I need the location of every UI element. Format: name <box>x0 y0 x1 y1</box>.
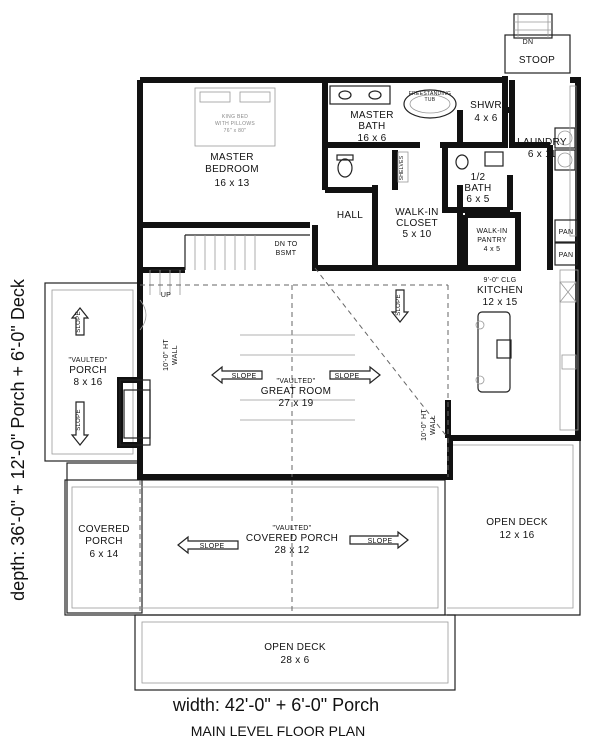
king-bed-line1: KING BED <box>222 114 248 120</box>
pantry-name2: PANTRY <box>477 237 507 244</box>
shower-name: SHWR <box>470 100 502 111</box>
room-labels: MASTER BEDROOM 16 x 13 MASTER BATH 16 x … <box>69 100 567 666</box>
shelves-label: SHELVES <box>399 155 405 180</box>
tub-label-2: TUB <box>425 97 436 103</box>
pantry-dims: 4 x 5 <box>484 246 501 253</box>
toilet-icon <box>455 154 469 170</box>
great-room-dims: 27 x 19 <box>279 398 314 409</box>
pantry-cabinet-1 <box>554 219 578 243</box>
covered-porch-note: "VAULTED" <box>273 525 312 532</box>
dn-to-bsmt-line2: BSMT <box>276 250 297 257</box>
svg-text:SLOPE: SLOPE <box>396 294 402 316</box>
depth-caption: depth: 36'-0" + 12'-0" Porch + 6'-0" Dec… <box>8 278 28 601</box>
slope-arrow-kitchen: SLOPE <box>390 289 410 323</box>
covered-porch-dims: 28 x 12 <box>275 545 310 556</box>
king-bed-line2: WITH PILLOWS <box>215 121 255 127</box>
slope-arrow-porch-down: SLOPE <box>70 401 90 446</box>
fireplace-icon <box>119 379 151 446</box>
svg-text:SLOPE: SLOPE <box>232 373 257 380</box>
master-bath-name: MASTER <box>350 110 393 121</box>
half-bath-dims: 6 x 5 <box>466 194 489 205</box>
master-bedroom-dims: 16 x 13 <box>215 178 250 189</box>
slope-arrow-great-left: SLOPE <box>211 365 263 385</box>
master-bedroom-name2: BEDROOM <box>205 164 259 175</box>
shelves-icon <box>397 151 409 183</box>
washer-icon <box>554 127 576 149</box>
great-room-note: "VAULTED" <box>277 378 316 385</box>
half-bath-name2: BATH <box>464 183 491 194</box>
toilet-icon <box>337 158 353 178</box>
svg-text:SLOPE: SLOPE <box>200 543 225 550</box>
great-room-name: GREAT ROOM <box>261 386 331 397</box>
stairs-icon <box>149 234 310 295</box>
vaulted-porch-dims: 8 x 16 <box>73 377 102 388</box>
pantry-name: WALK-IN <box>476 228 507 235</box>
pan-label-2: PAN <box>559 252 574 259</box>
slope-arrow-porch-up: SLOPE <box>70 307 90 336</box>
slope-arrows: SLOPE SLOPE SLOPE SLOPE SLOPE SLOPE SLOP… <box>70 289 410 555</box>
sink-icon <box>484 151 504 167</box>
dryer-icon <box>554 149 576 171</box>
fixtures: KING BED WITH PILLOWS 76" x 80" FREESTAN… <box>119 85 579 446</box>
kitchen-sink-icon <box>496 339 512 359</box>
vaulted-porch-note: "VAULTED" <box>69 357 108 364</box>
ht-wall-left-line1: 10'-0" HT <box>163 339 170 371</box>
tub-icon <box>403 89 457 119</box>
covered-porch-name: COVERED PORCH <box>246 533 338 544</box>
covered-porch-left-name2: PORCH <box>85 536 123 547</box>
closet-name2: CLOSET <box>396 218 438 229</box>
svg-text:SLOPE: SLOPE <box>76 311 82 333</box>
covered-porch-left-dims: 6 x 14 <box>89 549 118 560</box>
half-bath-name: 1/2 <box>471 172 486 183</box>
slope-arrow-porch-left: SLOPE <box>177 535 239 555</box>
king-bed-line3: 76" x 80" <box>224 128 247 134</box>
slope-arrow-porch-right: SLOPE <box>349 530 409 550</box>
svg-text:SLOPE: SLOPE <box>368 538 393 545</box>
vaulted-porch-name: PORCH <box>69 365 107 376</box>
shower-dims: 4 x 6 <box>474 113 497 124</box>
master-bedroom-name: MASTER <box>210 152 253 163</box>
open-deck-bottom-name: OPEN DECK <box>264 642 326 653</box>
stoop-label: STOOP <box>519 55 555 66</box>
stoop-dn-label: DN <box>523 39 534 46</box>
open-deck-bottom-dims: 28 x 6 <box>280 655 309 666</box>
plan-title: MAIN LEVEL FLOOR PLAN <box>191 723 366 739</box>
stoop-area: DN STOOP <box>504 13 571 74</box>
hall-label: HALL <box>337 210 363 221</box>
covered-porch-left-name: COVERED <box>78 524 130 535</box>
svg-text:SLOPE: SLOPE <box>76 409 82 431</box>
open-deck-right-dims: 12 x 16 <box>500 530 535 541</box>
sink-icon <box>368 90 382 100</box>
sink-icon <box>338 90 352 100</box>
closet-name: WALK-IN <box>395 207 438 218</box>
pantry-cabinet-2 <box>554 242 578 266</box>
range-icon <box>561 354 577 370</box>
stair-up-label: UP <box>161 292 171 299</box>
tub-label-1: FREESTANDING <box>409 91 451 97</box>
laundry-dims: 6 x 11 <box>528 149 556 160</box>
open-deck-right-name: OPEN DECK <box>486 517 548 528</box>
vault-lines <box>140 267 449 477</box>
svg-text:SLOPE: SLOPE <box>335 373 360 380</box>
kitchen-dims: 12 x 15 <box>483 297 518 308</box>
closet-dims: 5 x 10 <box>402 229 431 240</box>
dn-to-bsmt-line1: DN TO <box>274 241 297 248</box>
ht-wall-right-line2: WALL <box>430 415 437 435</box>
laundry-name: LAUNDRY <box>517 137 567 148</box>
master-bath-dims: 16 x 6 <box>357 133 386 144</box>
bed-icon <box>194 87 276 147</box>
master-bath-name2: BATH <box>358 121 385 132</box>
ht-wall-left-line2: WALL <box>172 345 179 365</box>
ht-wall-right-line1: 10'-0" HT <box>421 409 428 441</box>
pan-label-1: PAN <box>559 229 574 236</box>
kitchen-clg: 9'-0" CLG <box>484 277 517 284</box>
kitchen-name: KITCHEN <box>477 285 523 296</box>
slope-arrow-great-right: SLOPE <box>329 365 381 385</box>
width-caption: width: 42'-0" + 6'-0" Porch <box>172 695 379 715</box>
fridge-icon <box>559 281 577 303</box>
kitchen-island <box>477 311 511 393</box>
interior-walls <box>140 80 553 438</box>
